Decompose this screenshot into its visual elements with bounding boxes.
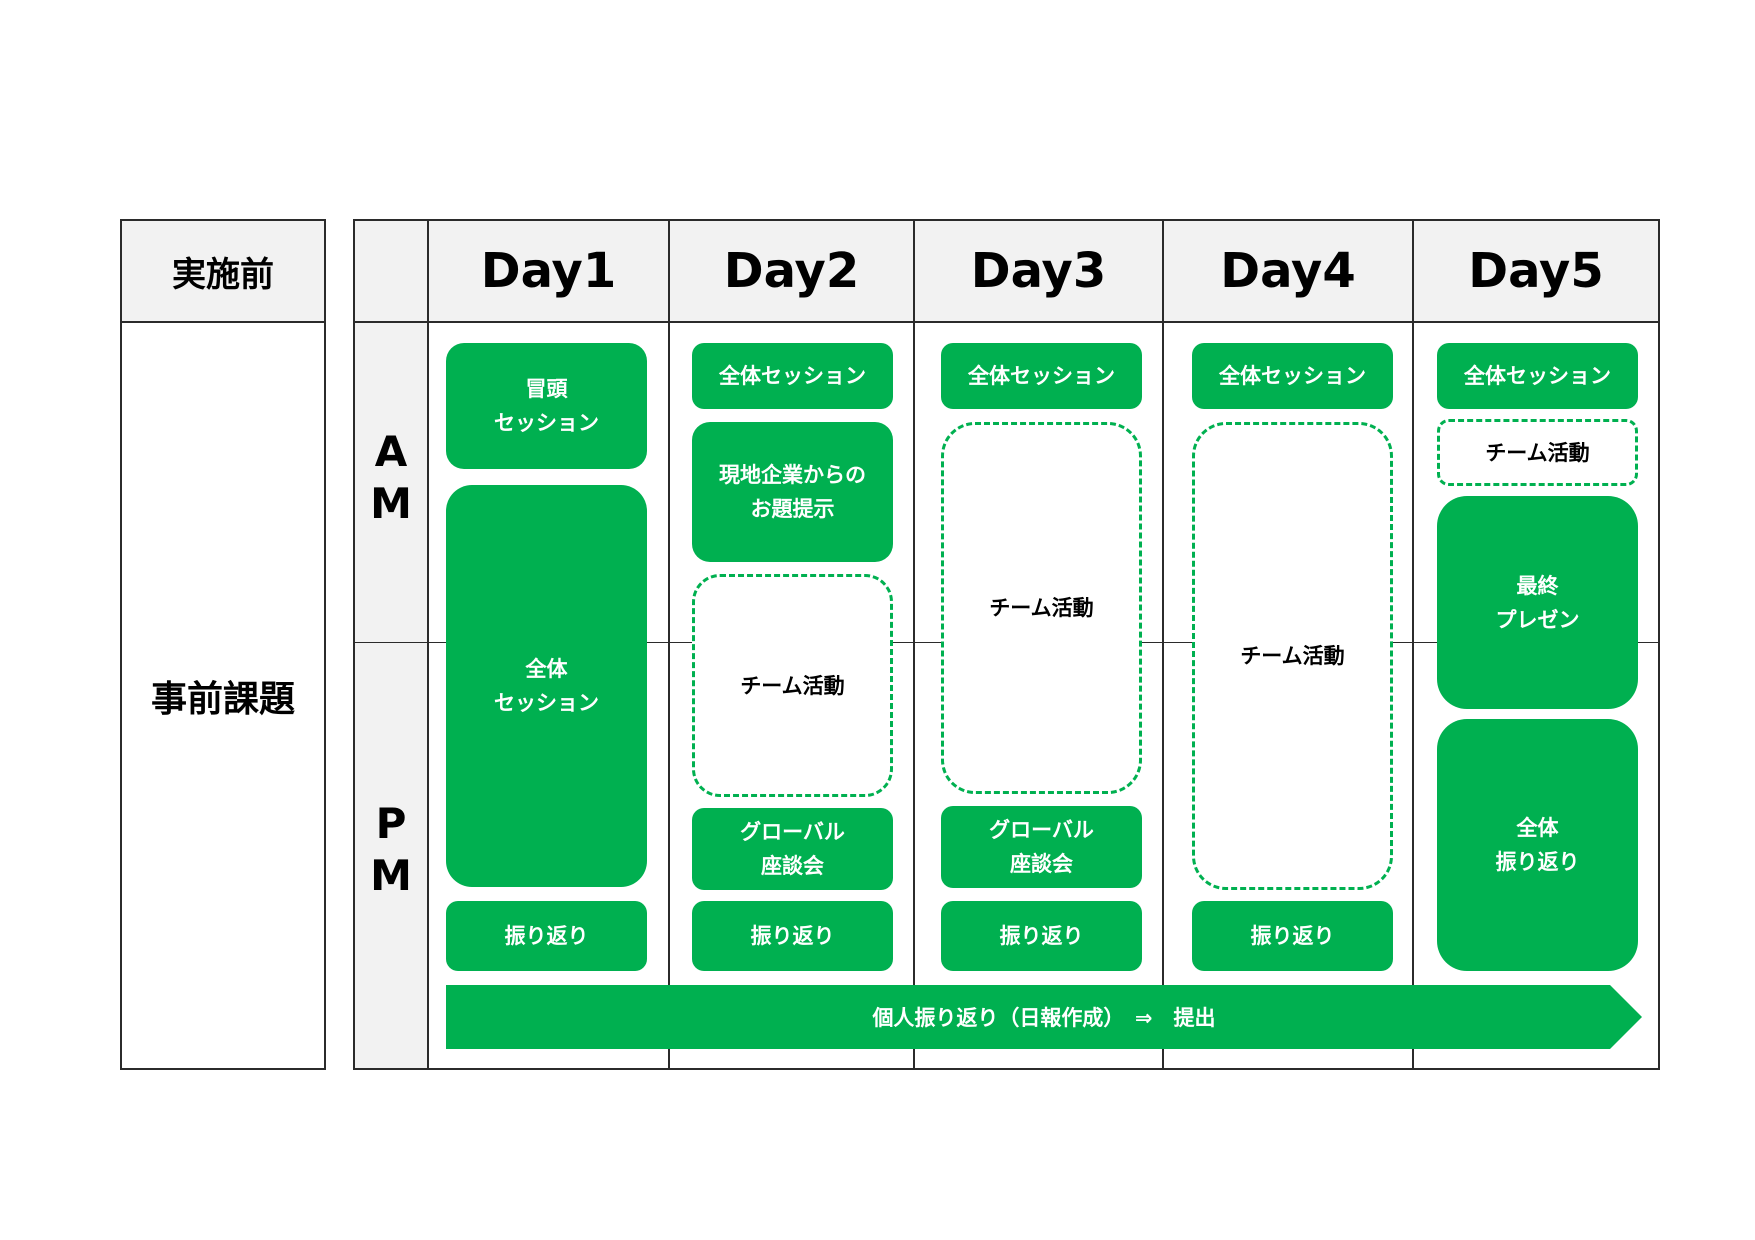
pre-border-bottom [120, 1068, 326, 1070]
day3-team-activity: チーム活動 [941, 422, 1142, 794]
grid-col-1 [427, 219, 429, 1070]
pre-border-mid [120, 321, 326, 323]
grid-col-5 [1412, 219, 1414, 1070]
day4-full-session: 全体セッション [1192, 343, 1393, 409]
day2-assignment: 現地企業からの お題提示 [692, 422, 893, 562]
pre-border-top [120, 219, 326, 221]
day3-reflection: 振り返り [941, 901, 1142, 971]
pre-header-cell [121, 220, 325, 322]
day5-team-activity: チーム活動 [1437, 419, 1638, 486]
period-column [354, 322, 428, 1069]
daily-report-arrow [446, 985, 1642, 1049]
grid-header-bottom [353, 321, 1660, 323]
grid-bottom [353, 1068, 1660, 1070]
day5-full-reflection: 全体 振り返り [1437, 719, 1638, 971]
day5-final-presentation: 最終 プレゼン [1437, 496, 1638, 709]
pre-border-right [324, 219, 326, 1070]
day1-opening-session: 冒頭 セッション [446, 343, 647, 469]
day-header-5: Day5 [1468, 243, 1604, 299]
am-label: A M [370, 427, 412, 528]
day1-full-session: 全体 セッション [446, 485, 647, 887]
grid-col-2 [668, 219, 670, 1070]
day4-team-activity: チーム活動 [1192, 422, 1393, 890]
day-header-3: Day3 [970, 243, 1107, 299]
day3-global-roundtable: グローバル 座談会 [941, 806, 1142, 888]
daily-report-arrow-label: 個人振り返り（日報作成） ⇒ 提出 [872, 1006, 1216, 1030]
pre-header-label: 実施前 [172, 254, 274, 295]
grid-right [1658, 219, 1660, 1070]
grid-left [353, 219, 355, 1070]
day-header-1: Day1 [480, 243, 617, 299]
pre-border-left [120, 219, 122, 1070]
day2-global-roundtable: グローバル 座談会 [692, 808, 893, 890]
grid-col-4 [1162, 219, 1164, 1070]
day2-team-activity: チーム活動 [692, 574, 893, 797]
day3-full-session: 全体セッション [941, 343, 1142, 409]
day2-reflection: 振り返り [692, 901, 893, 971]
schedule-header-row [354, 220, 1659, 322]
pm-label: P M [370, 799, 412, 900]
day2-full-session: 全体セッション [692, 343, 893, 409]
day1-reflection: 振り返り [446, 901, 647, 971]
day-header-2: Day2 [723, 243, 860, 299]
day-header-4: Day4 [1220, 243, 1356, 299]
day5-full-session: 全体セッション [1437, 343, 1638, 409]
arrow-shape [446, 985, 1642, 1049]
day4-reflection: 振り返り [1192, 901, 1393, 971]
pre-body-label: 事前課題 [150, 678, 295, 720]
grid-top [353, 219, 1660, 221]
grid-col-3 [913, 219, 915, 1070]
